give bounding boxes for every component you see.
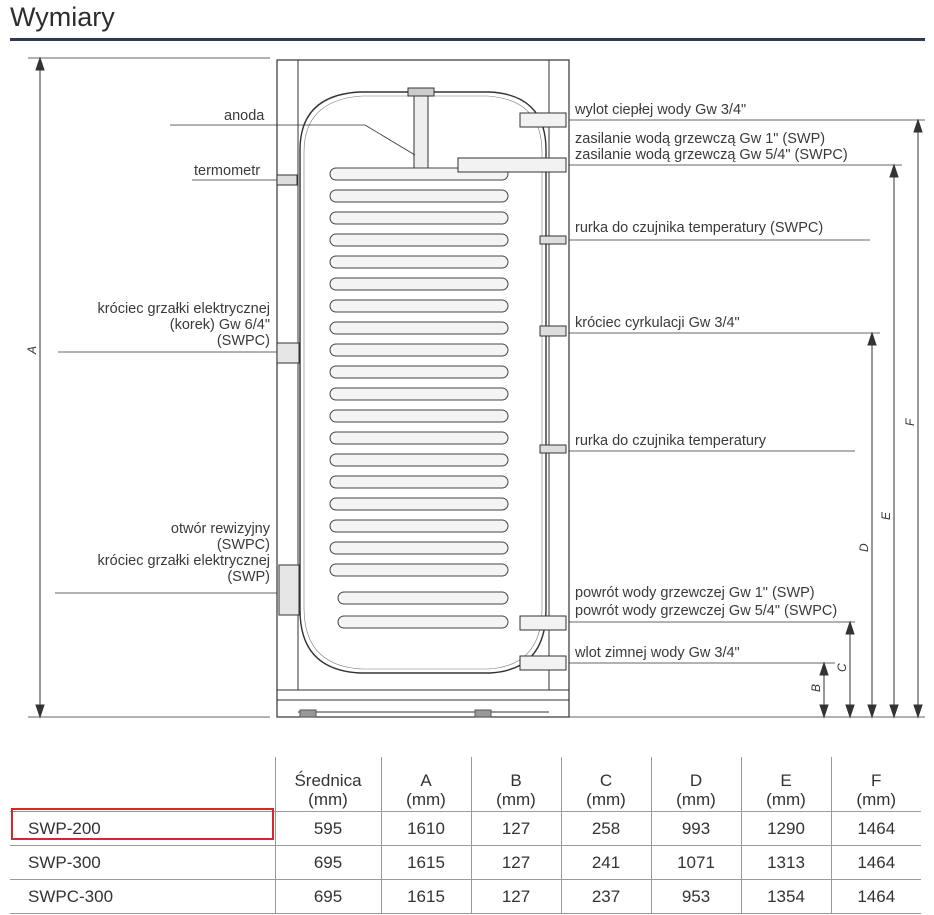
table-cell: 1354 — [740, 879, 831, 914]
table-cell: 127 — [470, 879, 561, 914]
label-rurka-swpc: rurka do czujnika temperatury (SWPC) — [575, 220, 824, 236]
dim-label-a: A — [25, 346, 39, 355]
table-cell: 695 — [274, 845, 381, 880]
table-cell: 1610 — [380, 811, 471, 846]
label-powrot-swp: powrót wody grzewczej Gw 1" (SWP) — [575, 585, 815, 601]
table-cell-model: SWP-200 — [10, 811, 275, 846]
table-cell: 1615 — [380, 879, 471, 914]
label-krociec-elektr: króciec grzałki elektrycznej (korek) Gw … — [98, 301, 270, 349]
table-cell: 1290 — [740, 811, 831, 846]
dim-label-e: E — [879, 511, 893, 520]
label-otwor-line4: (SWP) — [227, 569, 270, 585]
label-otwor-line2: (SWPC) — [216, 537, 270, 553]
table-cell: 1464 — [830, 845, 921, 880]
label-zasilanie-swp: zasilanie wodą grzewczą Gw 1" (SWP) — [575, 131, 826, 147]
table-cell: 241 — [560, 845, 651, 880]
label-wylot: wylot ciepłej wody Gw 3/4" — [575, 102, 747, 118]
highlight-box-swp-200 — [11, 808, 274, 840]
table-row: SWP-300 695 1615 127 241 1071 1313 1464 — [10, 845, 921, 880]
table-header-cell: E(mm) — [740, 757, 831, 812]
label-otwor-line1: otwór rewizyjny — [170, 521, 270, 537]
dim-label-f: F — [903, 418, 917, 426]
table-cell: 258 — [560, 811, 651, 846]
table-cell-model: SWPC-300 — [10, 879, 275, 914]
dimensions-table: Średnica(mm) A(mm) B(mm) C(mm) D(mm) E(m… — [10, 757, 921, 914]
table-header-model — [10, 757, 275, 812]
table-cell: 1464 — [830, 811, 921, 846]
label-krociec-elektr-line3: (SWPC) — [216, 333, 270, 349]
label-otwor-rewizyjny: otwór rewizyjny (SWPC) króciec grzałki e… — [98, 521, 270, 585]
dim-label-c: C — [835, 663, 849, 672]
label-krociec-elektr-line2: (korek) Gw 6/4" — [169, 317, 270, 333]
table-cell: 1071 — [650, 845, 741, 880]
title-divider — [10, 38, 925, 41]
table-row: SWPC-300 695 1615 127 237 953 1354 1464 — [10, 879, 921, 914]
dim-label-b: B — [809, 684, 823, 692]
table-cell: 237 — [560, 879, 651, 914]
table-header-cell: A(mm) — [380, 757, 471, 812]
label-wlot: wlot zimnej wody Gw 3/4" — [575, 645, 740, 661]
table-header-cell: Średnica(mm) — [274, 757, 381, 812]
table-header-cell: B(mm) — [470, 757, 561, 812]
label-cyrkulacja: króciec cyrkulacji Gw 3/4" — [575, 315, 740, 331]
label-krociec-elektr-line1: króciec grzałki elektrycznej — [97, 301, 270, 317]
table-header-cell: C(mm) — [560, 757, 651, 812]
table-cell: 1313 — [740, 845, 831, 880]
table-header-cell: F(mm) — [830, 757, 921, 812]
table-cell-model: SWP-300 — [10, 845, 275, 880]
table-header-cell: D(mm) — [650, 757, 741, 812]
table-cell: 993 — [650, 811, 741, 846]
table-header-row: Średnica(mm) A(mm) B(mm) C(mm) D(mm) E(m… — [10, 757, 921, 812]
table-cell: 1615 — [380, 845, 471, 880]
table-row: SWP-200 595 1610 127 258 993 1290 1464 — [10, 811, 921, 846]
table-cell: 127 — [470, 811, 561, 846]
label-termometr: termometr — [194, 163, 261, 179]
label-powrot-swpc: powrót wody grzewczej Gw 5/4" (SWPC) — [575, 603, 838, 619]
table-cell: 1464 — [830, 879, 921, 914]
table-cell: 953 — [650, 879, 741, 914]
label-anoda: anoda — [224, 108, 265, 124]
table-cell: 127 — [470, 845, 561, 880]
table-cell: 695 — [274, 879, 381, 914]
table-cell: 595 — [274, 811, 381, 846]
page-title: Wymiary — [10, 2, 115, 32]
boiler-diagram: A B C D E F — [25, 56, 925, 719]
label-zasilanie-swpc: zasilanie wodą grzewczą Gw 5/4" (SWPC) — [575, 147, 848, 163]
label-rurka: rurka do czujnika temperatury — [575, 433, 766, 449]
dim-label-d: D — [857, 543, 871, 552]
label-otwor-line3: króciec grzałki elektrycznej — [97, 553, 270, 569]
